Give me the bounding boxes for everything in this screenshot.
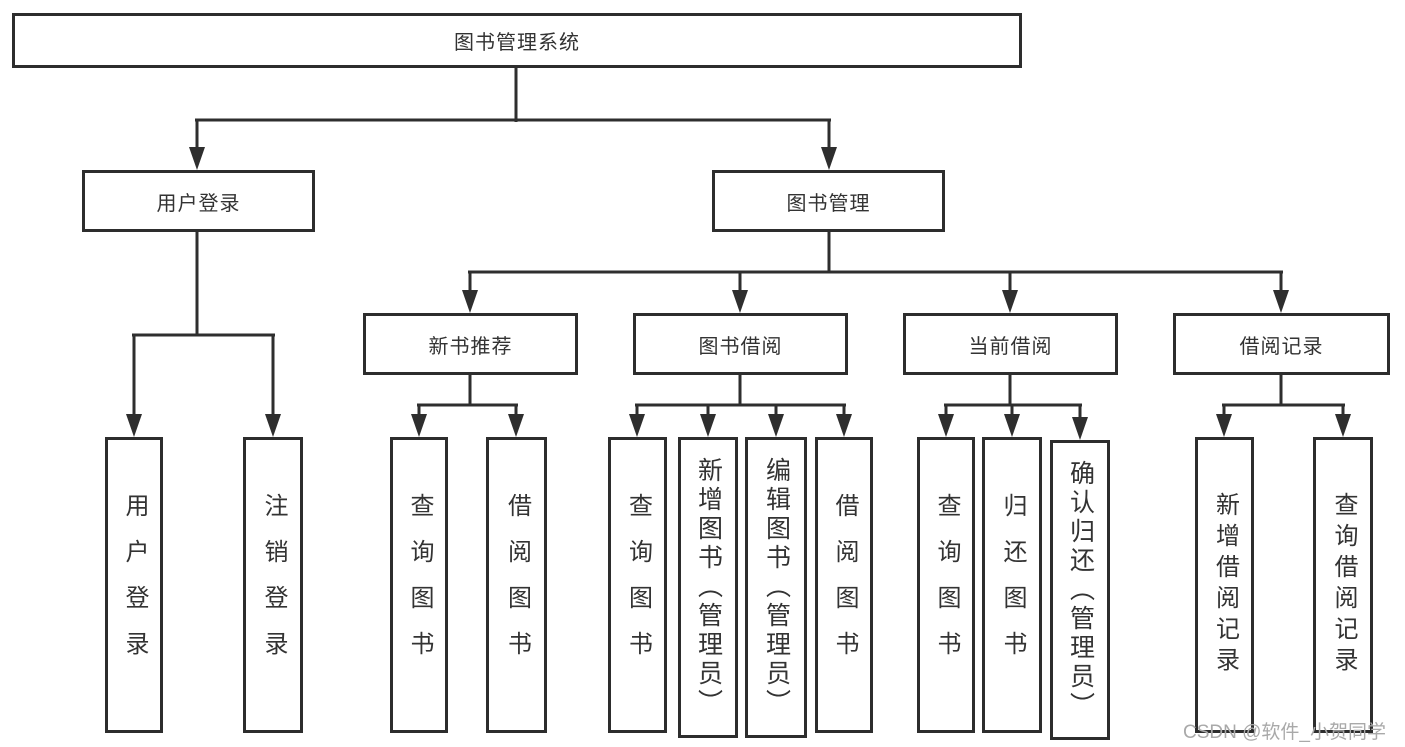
leaf-query-books-recommend: 查询图书	[390, 437, 448, 733]
leaf-label: 新增借阅记录	[1211, 492, 1239, 678]
leaf-edit-book-admin: 编辑图书（管理员）	[745, 437, 807, 738]
node-new-book-recommend: 新书推荐	[363, 313, 578, 375]
node-label: 新书推荐	[428, 335, 513, 358]
leaf-return-book: 归还图书	[982, 437, 1042, 733]
arrowhead-down-icon	[629, 414, 645, 437]
arrowhead-down-icon	[836, 414, 852, 437]
leaf-user-login: 用户登录	[105, 437, 163, 733]
leaf-label: 用户登录	[121, 493, 148, 677]
node-current-borrowing: 当前借阅	[903, 313, 1118, 375]
leaf-add-book-admin: 新增图书（管理员）	[678, 437, 738, 738]
leaf-query-borrow-record: 查询借阅记录	[1313, 437, 1373, 733]
arrowhead-down-icon	[938, 414, 954, 437]
arrowhead-down-icon	[1004, 414, 1020, 437]
leaf-label: 确认归还（管理员）	[1066, 459, 1095, 721]
node-label: 图书借阅	[698, 335, 783, 358]
leaf-label: 查询图书	[624, 493, 652, 677]
leaf-label: 查询图书	[933, 493, 960, 677]
leaf-add-borrow-record: 新增借阅记录	[1195, 437, 1254, 733]
leaf-query-books-current: 查询图书	[917, 437, 975, 733]
leaf-label: 注销登录	[260, 493, 287, 677]
arrowhead-down-icon	[508, 414, 524, 437]
node-book-borrowing: 图书借阅	[633, 313, 848, 375]
arrowhead-down-icon	[1273, 290, 1289, 313]
leaf-label: 查询图书	[406, 493, 433, 677]
arrowhead-down-icon	[732, 290, 748, 313]
node-user-login: 用户登录	[82, 170, 315, 232]
leaf-label: 新增图书（管理员）	[694, 457, 723, 718]
leaf-borrow-books-recommend: 借阅图书	[486, 437, 547, 733]
arrowhead-down-icon	[411, 414, 427, 437]
arrowhead-down-icon	[768, 414, 784, 437]
node-book-management: 图书管理	[712, 170, 945, 232]
node-borrowing-records: 借阅记录	[1173, 313, 1390, 375]
arrowhead-down-icon	[189, 147, 205, 170]
leaf-label: 归还图书	[999, 493, 1026, 677]
arrowhead-down-icon	[1002, 290, 1018, 313]
leaf-label: 查询借阅记录	[1330, 492, 1357, 678]
arrowhead-down-icon	[265, 414, 281, 437]
watermark: CSDN @软件_小贺同学	[1183, 722, 1386, 743]
arrowhead-down-icon	[1216, 414, 1232, 437]
node-label: 图书管理系统	[454, 32, 580, 54]
arrowhead-down-icon	[1072, 417, 1088, 440]
leaf-label: 编辑图书（管理员）	[762, 457, 791, 718]
leaf-label: 借阅图书	[831, 493, 858, 677]
arrowhead-down-icon	[1335, 414, 1351, 437]
node-label: 当前借阅	[968, 335, 1053, 358]
arrowhead-down-icon	[126, 414, 142, 437]
leaf-borrow-books-borrowing: 借阅图书	[815, 437, 873, 733]
leaf-logout: 注销登录	[243, 437, 303, 733]
node-label: 图书管理	[786, 192, 871, 215]
arrowhead-down-icon	[821, 147, 837, 170]
arrowhead-down-icon	[462, 290, 478, 313]
node-library-system: 图书管理系统	[12, 13, 1022, 68]
arrowhead-down-icon	[700, 414, 716, 437]
leaf-label: 借阅图书	[503, 493, 531, 677]
node-label: 借阅记录	[1239, 335, 1324, 358]
leaf-query-books-borrowing: 查询图书	[608, 437, 667, 733]
node-label: 用户登录	[156, 192, 241, 215]
leaf-confirm-return-admin: 确认归还（管理员）	[1050, 440, 1110, 740]
